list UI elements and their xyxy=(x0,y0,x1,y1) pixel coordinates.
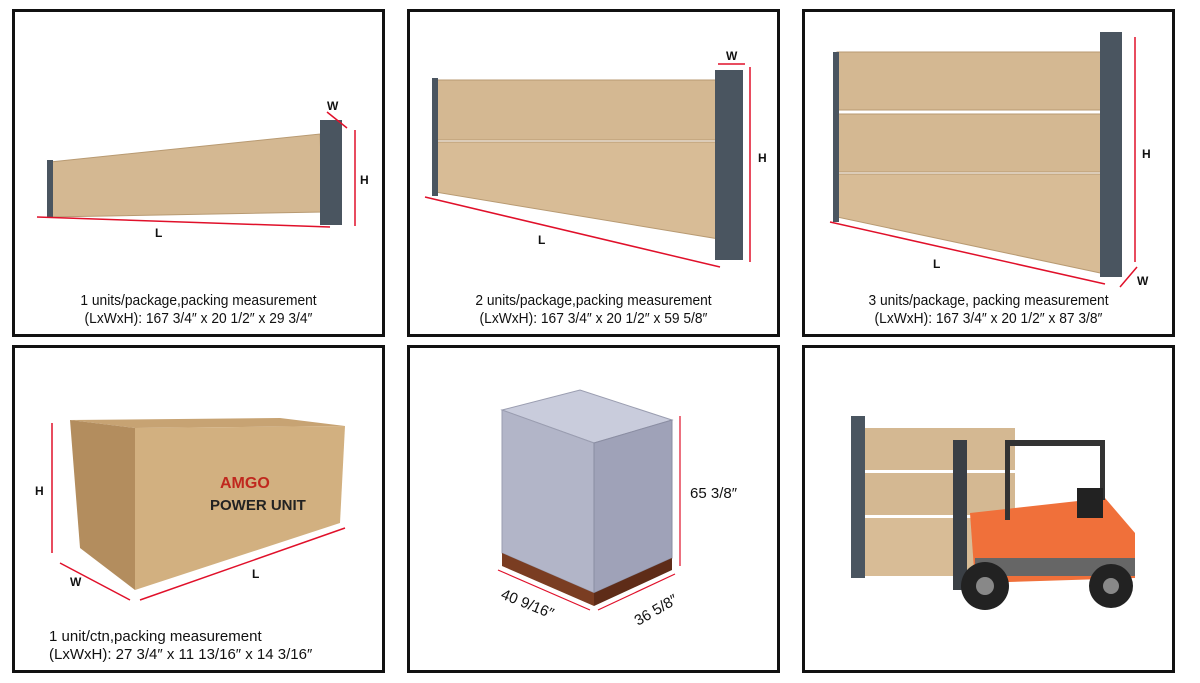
width-dimension: 36 5/8″ xyxy=(632,591,682,630)
length-label: L xyxy=(252,567,259,581)
caption: 1 unit/ctn,packing measurement(LxWxH): 2… xyxy=(49,628,313,663)
carton-box-image: AMGO POWER UNIT H W L xyxy=(35,418,346,601)
rack-package-image: L H W xyxy=(829,32,1151,288)
caption: 3 units/package, packing measurement(LxW… xyxy=(868,292,1109,327)
caption: 2 units/package,packing measurement(LxWx… xyxy=(475,292,712,327)
height-dimension: 65 3/8″ xyxy=(690,485,738,502)
height-label: H xyxy=(35,484,44,498)
panel-carton: AMGO POWER UNIT H W L 1 unit/ctn,packing… xyxy=(12,345,385,673)
rack-package-image: L H W xyxy=(36,99,369,240)
width-label: W xyxy=(1137,274,1149,288)
brand-logo: AMGO xyxy=(220,475,270,492)
width-label: W xyxy=(726,49,738,63)
forklift-image xyxy=(851,416,1135,610)
panel-1-unit-package: L H W 1 units/package,packing measuremen… xyxy=(12,9,385,337)
length-label: L xyxy=(155,226,162,240)
height-label: H xyxy=(360,173,369,187)
panel-2-units-package: L H W 2 units/package,packing measuremen… xyxy=(407,9,780,337)
caption: 1 units/package,packing measurement(LxWx… xyxy=(80,292,317,327)
height-label: H xyxy=(758,151,767,165)
length-label: L xyxy=(538,233,545,247)
width-label: W xyxy=(327,99,339,113)
panel-pallet: 65 3/8″ 40 9/16″ 36 5/8″ xyxy=(407,345,780,673)
panel-forklift xyxy=(802,345,1175,673)
height-label: H xyxy=(1142,147,1151,161)
panel-3-units-package: L H W 3 units/package, packing measureme… xyxy=(802,9,1175,337)
rack-package-image: L H W xyxy=(424,49,767,268)
pallet-image: 65 3/8″ 40 9/16″ 36 5/8″ xyxy=(497,389,738,630)
product-label: POWER UNIT xyxy=(210,497,306,514)
width-label: W xyxy=(70,575,82,589)
length-label: L xyxy=(933,257,940,271)
